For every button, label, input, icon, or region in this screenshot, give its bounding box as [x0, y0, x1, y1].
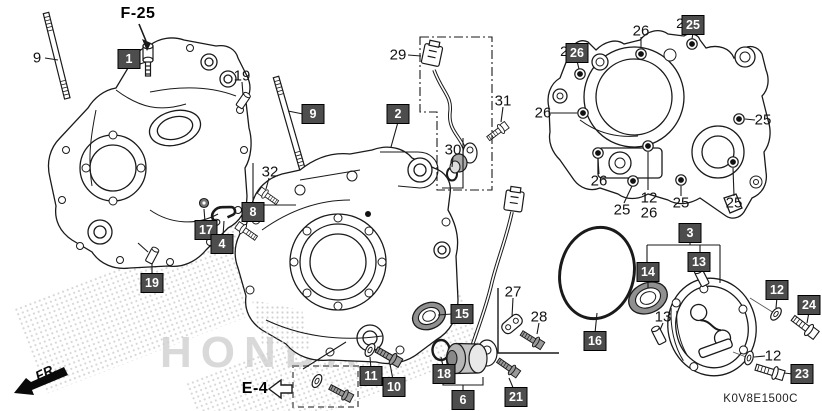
part-callout-16[interactable]: 16 — [583, 331, 607, 351]
part-callout-29[interactable]: 29 — [389, 46, 407, 64]
part-callout-28[interactable]: 28 — [530, 308, 548, 326]
diagram-code: K0V8E1500C — [723, 392, 798, 405]
part-callout-4[interactable]: 4 — [210, 234, 234, 254]
sensor-29-drawing — [419, 36, 493, 191]
part-callout-26[interactable]: 26 — [632, 22, 650, 40]
part-callout-26[interactable]: 26 — [590, 172, 608, 190]
bolt-21 — [494, 355, 522, 380]
part-callout-18[interactable]: 18 — [432, 364, 456, 384]
part-callout-12[interactable]: 12 — [765, 280, 789, 300]
right-crankcase-drawing — [234, 146, 459, 365]
bolt-31 — [484, 120, 511, 144]
ref-label-f25[interactable]: F-25 — [120, 5, 156, 22]
sensor-6-drawing — [445, 185, 525, 375]
part-callout-12[interactable]: 12 — [640, 189, 658, 207]
bolt-28 — [518, 327, 546, 352]
part-callout-11[interactable]: 11 — [359, 366, 383, 386]
part-callout-19[interactable]: 19 — [140, 273, 164, 293]
part-callout-6[interactable]: 6 — [451, 390, 475, 410]
part-callout-25[interactable]: 25 — [681, 15, 705, 35]
e4-dashed-box — [292, 365, 359, 408]
part-callout-14[interactable]: 14 — [636, 262, 660, 282]
part-27-plate — [501, 313, 523, 335]
leader-lines — [44, 32, 810, 392]
plate-guide-lines — [732, 297, 775, 358]
part-callout-21[interactable]: 21 — [504, 387, 528, 407]
stator-base-plate-drawing — [667, 277, 757, 377]
part-callout-26[interactable]: 26 — [534, 104, 552, 122]
crankcase-cover-drawing — [547, 29, 771, 219]
part-callout-27[interactable]: 27 — [504, 283, 522, 301]
e4-arrow-icon — [267, 378, 293, 400]
oil-seal-14 — [628, 281, 668, 315]
part-callout-2[interactable]: 2 — [386, 104, 410, 124]
part-callout-13[interactable]: 13 — [687, 252, 711, 272]
part-callout-23[interactable]: 23 — [790, 364, 814, 384]
part-callout-13[interactable]: 13 — [654, 308, 672, 326]
part-callout-30[interactable]: 30 — [444, 141, 462, 159]
part-callout-15[interactable]: 15 — [450, 304, 474, 324]
part-callout-25[interactable]: 25 — [672, 194, 690, 212]
part-callout-10[interactable]: 10 — [382, 377, 406, 397]
part-callout-9[interactable]: 9 — [301, 104, 325, 124]
stud-bolt-9-left — [42, 11, 71, 100]
part-callout-31[interactable]: 31 — [494, 92, 512, 110]
ghost-label: 2 — [676, 15, 684, 31]
washer-12a — [767, 305, 785, 323]
ghost-label: 2 — [560, 43, 568, 59]
part-callout-9[interactable]: 9 — [32, 49, 42, 67]
f25-arrow — [138, 23, 151, 51]
part-callout-26[interactable]: 26 — [565, 43, 589, 63]
dowel-pin-13b — [650, 324, 667, 346]
part-callout-8[interactable]: 8 — [241, 202, 265, 222]
oil-seal-15 — [411, 301, 447, 331]
part-callout-19[interactable]: 19 — [233, 67, 251, 85]
o-ring-16 — [558, 225, 636, 321]
part-17-cap — [198, 197, 210, 209]
part-callout-3[interactable]: 3 — [678, 223, 702, 243]
part-callout-1[interactable]: 1 — [117, 49, 141, 69]
part-callout-25[interactable]: 25 — [725, 194, 743, 212]
left-crankcase-drawing — [47, 37, 252, 270]
fr-arrow-icon: FR. — [14, 361, 68, 395]
part-callout-25[interactable]: 25 — [754, 111, 772, 129]
part-callout-25[interactable]: 25 — [613, 201, 631, 219]
ref-label-e4[interactable]: E-4 — [241, 380, 269, 397]
part-callout-12[interactable]: 12 — [764, 347, 782, 365]
part-callout-26[interactable]: 26 — [640, 204, 658, 222]
part-callout-32[interactable]: 32 — [261, 163, 279, 181]
part-callout-24[interactable]: 24 — [797, 295, 821, 315]
bolt-24 — [788, 312, 821, 342]
